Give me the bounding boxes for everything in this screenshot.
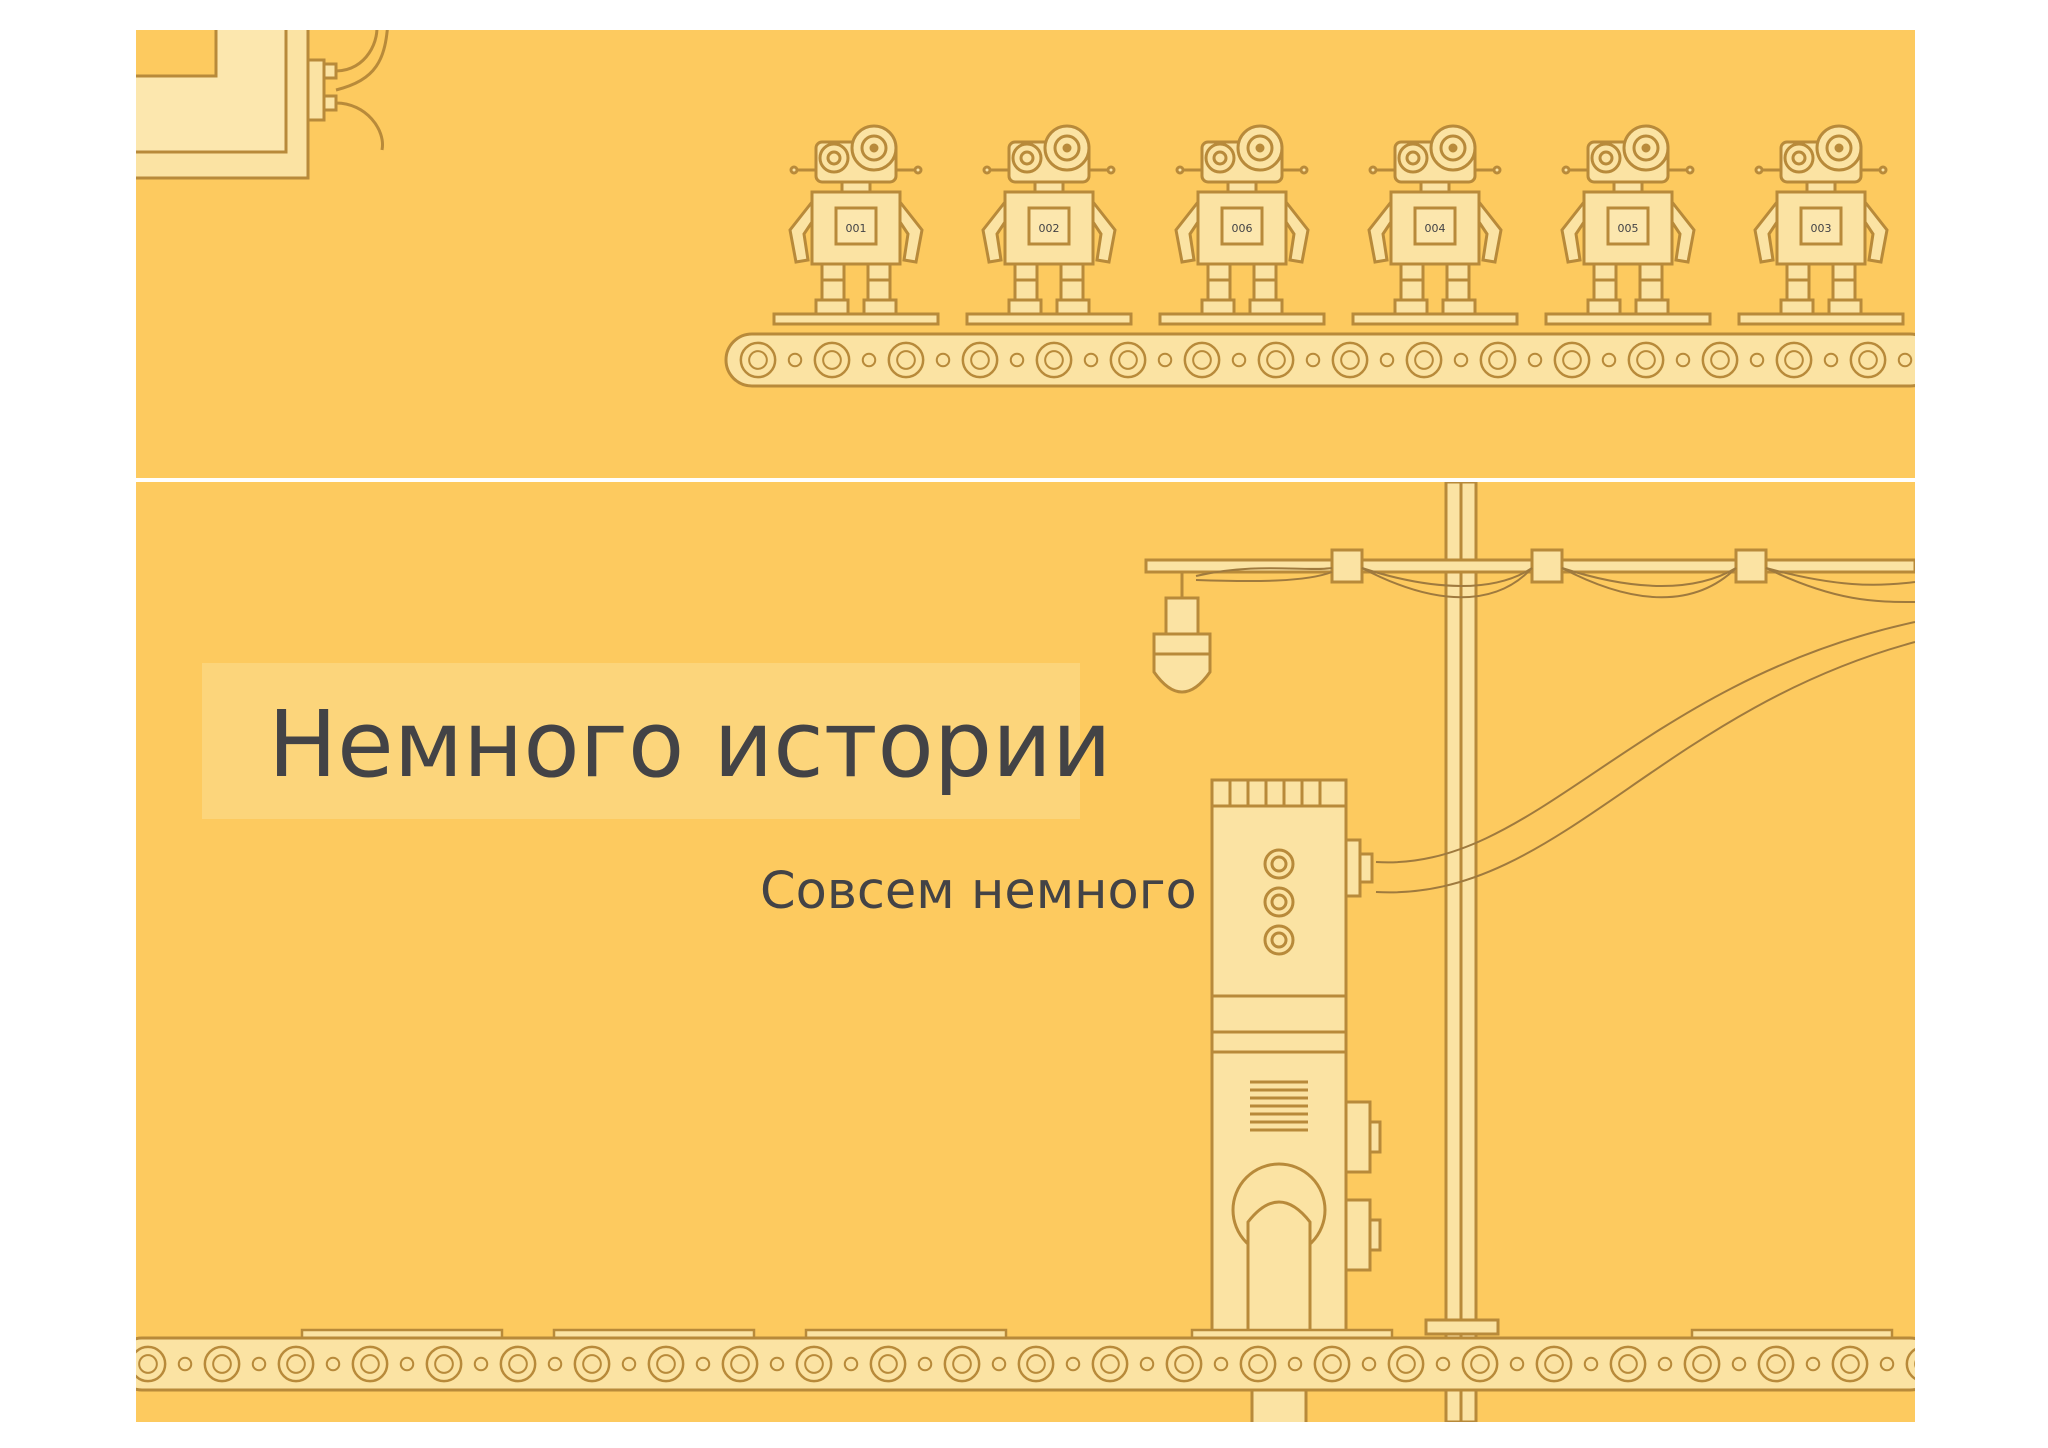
robot-number-label: 001 [846,222,867,235]
robot-number-label: 002 [1039,222,1060,235]
robot: 002 [965,124,1133,326]
robot-number-label: 005 [1618,222,1639,235]
robot-number-label: 006 [1232,222,1253,235]
robot: 003 [1737,124,1905,326]
page-title: Немного истории [268,691,1112,798]
machine-box-top-left [136,30,389,180]
robot: 005 [1544,124,1712,326]
conveyor-belt-bottom [136,1328,1915,1392]
utility-pole [1144,482,1915,1422]
conveyor-belt-top [724,332,1915,388]
machine-tower [1210,778,1382,1422]
top-illustration-panel: 001 002 006 004 005 003 [136,30,1915,478]
robot: 004 [1351,124,1519,326]
robot-number-label: 004 [1425,222,1446,235]
robot-number-label: 003 [1811,222,1832,235]
title-box: Немного истории [202,663,1112,819]
bottom-illustration-panel: Немного истории Совсем немного [136,482,1915,1422]
robots-row: 001 002 006 004 005 003 [772,124,1905,326]
hanging-lamp [1152,572,1212,694]
wires [1195,567,1915,894]
top-illustration: 001 002 006 004 005 003 [136,30,1915,388]
page-subtitle: Совсем немного [760,862,1197,921]
robot: 006 [1158,124,1326,326]
bottom-illustration [136,482,1915,1422]
robot: 001 [772,124,940,326]
